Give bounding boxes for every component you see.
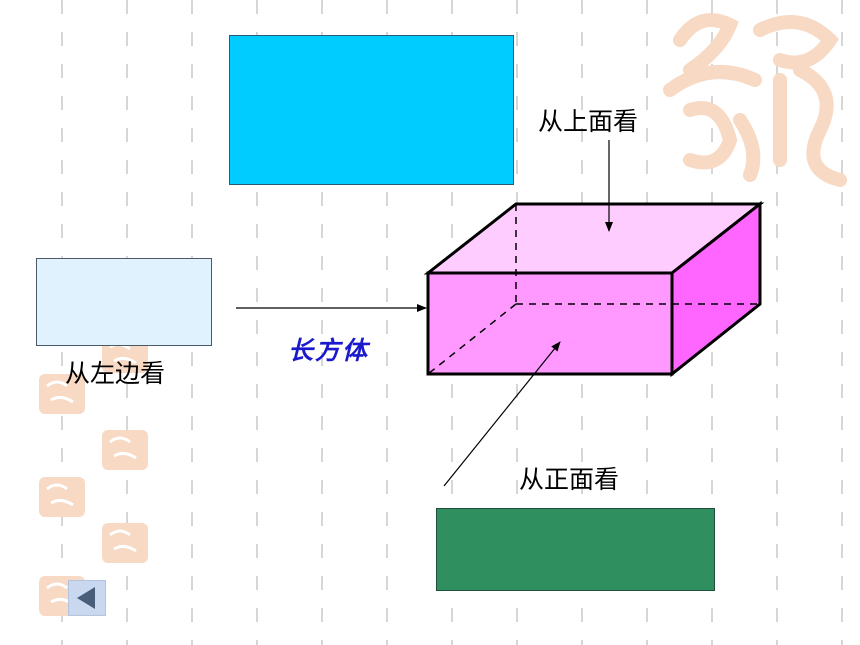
- seal-decoration-large: [663, 13, 847, 187]
- cuboid-label: 长方体: [288, 336, 370, 365]
- top-view-label: 从上面看: [538, 107, 639, 136]
- seal-decoration-small-5: [102, 523, 148, 563]
- seal-decoration-small-3: [102, 430, 148, 470]
- back-button[interactable]: [68, 580, 106, 616]
- top-view-rectangle: [229, 35, 514, 185]
- cuboid-hidden-edges: [427, 204, 760, 375]
- front-view-rectangle: [436, 508, 715, 591]
- seal-decoration-small-2: [39, 374, 85, 414]
- seal-decoration-small-4: [39, 477, 85, 517]
- left-view-rectangle: [36, 258, 212, 346]
- arrow-from-front: [443, 341, 561, 487]
- back-arrow-icon: [77, 587, 95, 609]
- cuboid-front-face: [426, 271, 674, 376]
- front-view-label: 从正面看: [519, 465, 620, 494]
- left-view-label: 从左边看: [65, 359, 166, 388]
